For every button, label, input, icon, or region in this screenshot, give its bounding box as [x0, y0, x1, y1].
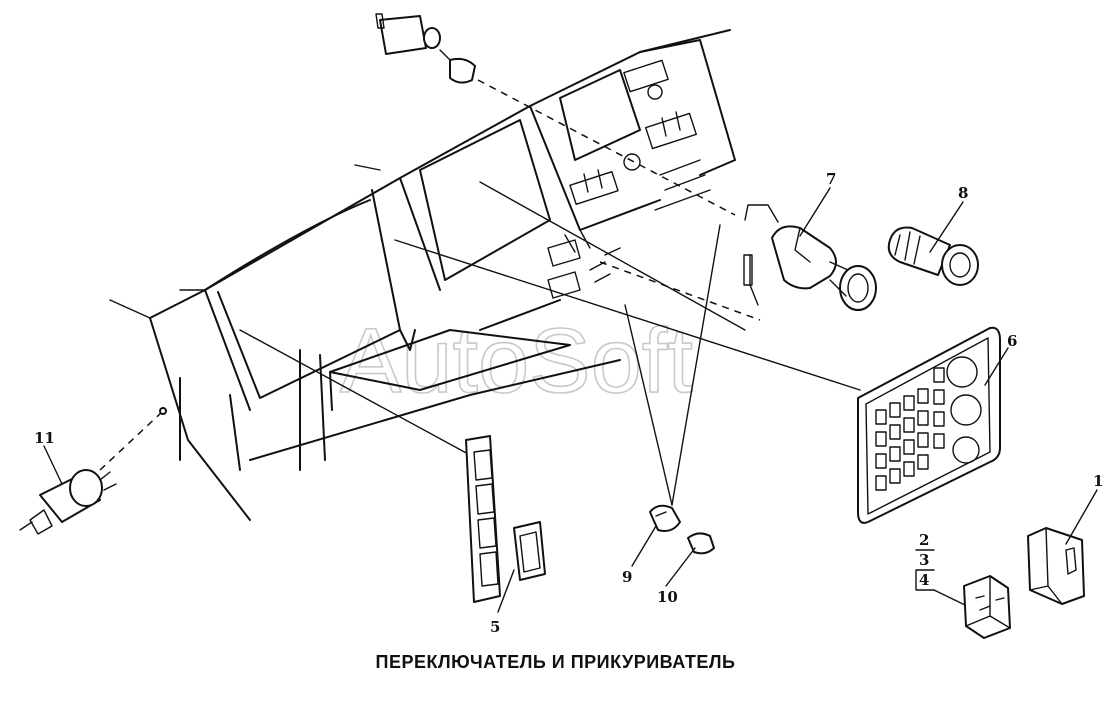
switch-housing-part-1 — [1027, 527, 1085, 605]
callout-4: 4 — [919, 571, 929, 589]
dashboard-outline — [109, 29, 736, 521]
bulbs-part-9-10 — [649, 504, 715, 555]
callout-10: 10 — [657, 588, 678, 606]
leader-lines — [99, 79, 861, 506]
figure-caption: ПЕРЕКЛЮЧАТЕЛЬ И ПРИКУРИВАТЕЛЬ — [375, 652, 736, 672]
lamp-socket-part-11 — [19, 407, 167, 535]
callout-5: 5 — [490, 618, 500, 636]
callout-6: 6 — [1007, 332, 1017, 350]
callout-3: 3 — [919, 551, 929, 569]
lighter-plug-part-8 — [887, 226, 979, 286]
instrument-cluster-detail — [547, 59, 711, 299]
callout-1: 1 — [1093, 472, 1103, 490]
callout-leaders — [43, 187, 1098, 613]
callout-11: 11 — [34, 429, 55, 447]
callout-numbers: 1 2 3 4 5 6 7 8 9 10 11 — [34, 170, 1103, 636]
callout-7: 7 — [826, 170, 836, 188]
callout-2: 2 — [919, 531, 929, 549]
bulb-holder-top — [375, 13, 476, 84]
callout-9: 9 — [622, 568, 632, 586]
switch-strip-part-5 — [465, 435, 546, 603]
small-switch-parts-2-4 — [915, 549, 1011, 639]
callout-8: 8 — [958, 184, 968, 202]
switch-panel-part-6 — [857, 326, 1001, 524]
lighter-socket-part-7 — [743, 204, 877, 311]
